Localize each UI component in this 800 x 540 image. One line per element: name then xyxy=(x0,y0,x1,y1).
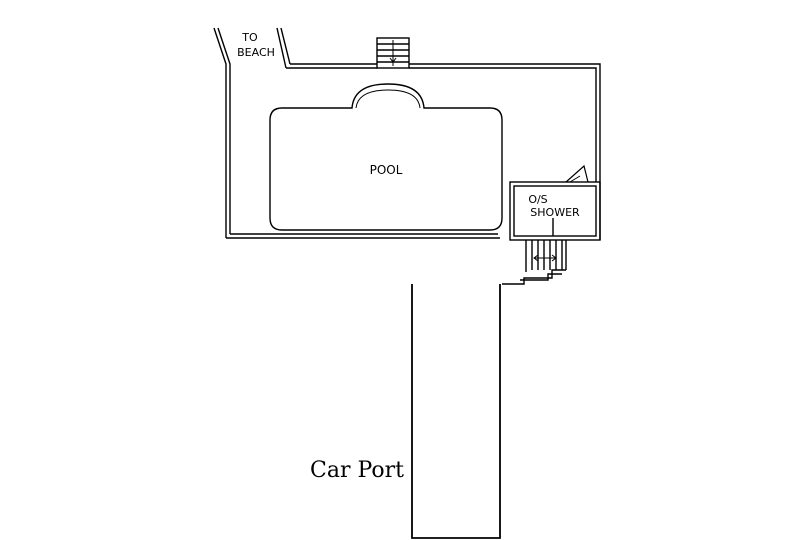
car-port-label: Car Port xyxy=(310,458,404,483)
beach-label-line2: BEACH xyxy=(237,46,275,59)
beach-label-line1: TO xyxy=(241,31,258,44)
pool-label: POOL xyxy=(370,163,403,177)
beach-opening xyxy=(213,27,291,238)
shower-label-line1: O/S xyxy=(528,193,547,206)
car-port-outline xyxy=(411,284,501,539)
deck-outline xyxy=(226,63,601,240)
shower-label-line2: SHOWER xyxy=(530,206,580,219)
side-stairs xyxy=(502,240,567,285)
top-stairs xyxy=(376,37,410,69)
shower xyxy=(509,164,601,241)
pool xyxy=(269,83,503,231)
